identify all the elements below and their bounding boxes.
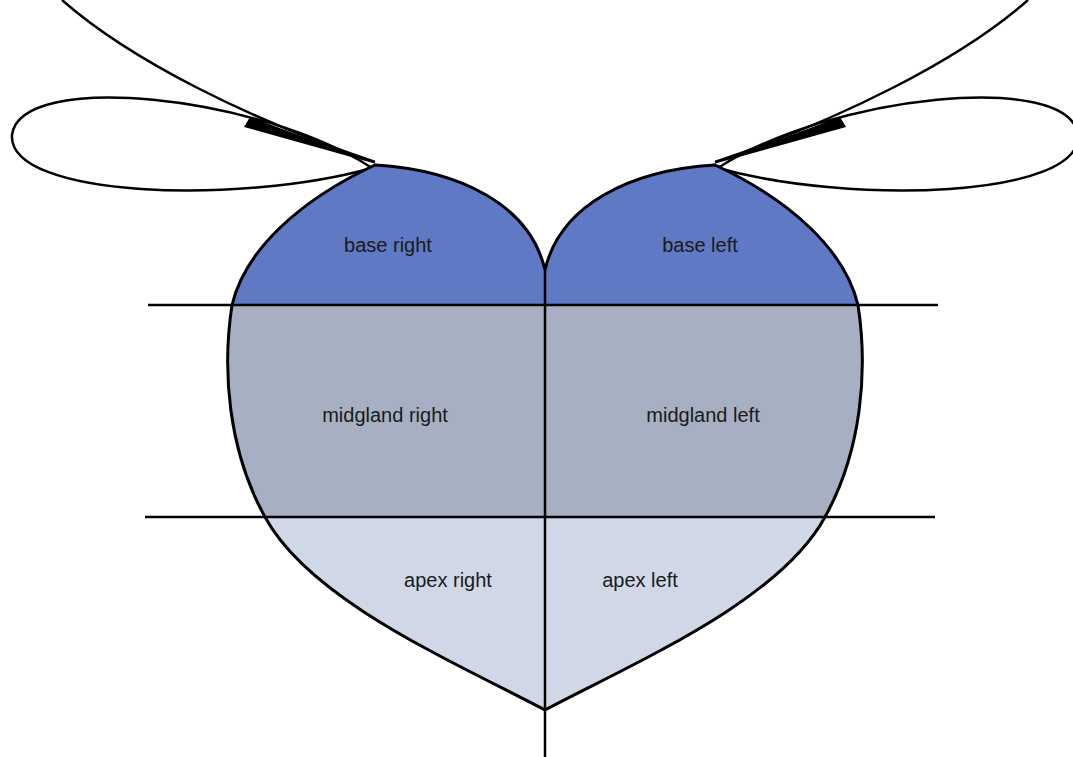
zone-label: apex right (404, 568, 492, 592)
base-zone: base left (545, 150, 945, 305)
label-holder: apex left (602, 568, 678, 592)
label-holder: apex right (404, 568, 492, 592)
base-zone: base right (145, 150, 545, 305)
divider-line (148, 304, 938, 307)
apex-zone: apex left (545, 517, 945, 717)
zone-shape (228, 517, 545, 710)
vesicle-loop (12, 98, 372, 191)
label-holder: base left (662, 233, 738, 257)
zone-fill (545, 150, 945, 305)
zone-label: midgland right (322, 403, 448, 427)
prostate-outline (228, 165, 863, 710)
zone-label: apex left (602, 568, 678, 592)
midgland-zone: midgland right (145, 305, 545, 517)
vesicle-loop (718, 98, 1073, 191)
label-holder: base right (344, 233, 432, 257)
zone-shape (545, 165, 862, 305)
zone-shape (545, 517, 862, 710)
zone-shape (228, 165, 545, 305)
vesicle-right (710, 0, 1073, 191)
label-holder: midgland right (322, 403, 448, 427)
midgland-zone: midgland left (545, 305, 945, 517)
zone-label: base right (344, 233, 432, 257)
midline (544, 270, 547, 757)
zone-fill (145, 150, 545, 305)
duct-wedge (244, 117, 380, 165)
duct-wedge (710, 117, 846, 165)
vesicle-left (12, 0, 380, 191)
zone-shape (228, 305, 545, 517)
zone-fill (145, 517, 545, 717)
label-holder: midgland left (646, 403, 759, 427)
duct-line (715, 0, 1028, 162)
zone-label: midgland left (646, 403, 759, 427)
zone-fill (545, 517, 945, 717)
apex-zone: apex right (145, 517, 545, 717)
divider-line (145, 516, 935, 519)
zone-label: base left (662, 233, 738, 257)
zone-shape (545, 305, 862, 517)
duct-line (62, 0, 375, 162)
